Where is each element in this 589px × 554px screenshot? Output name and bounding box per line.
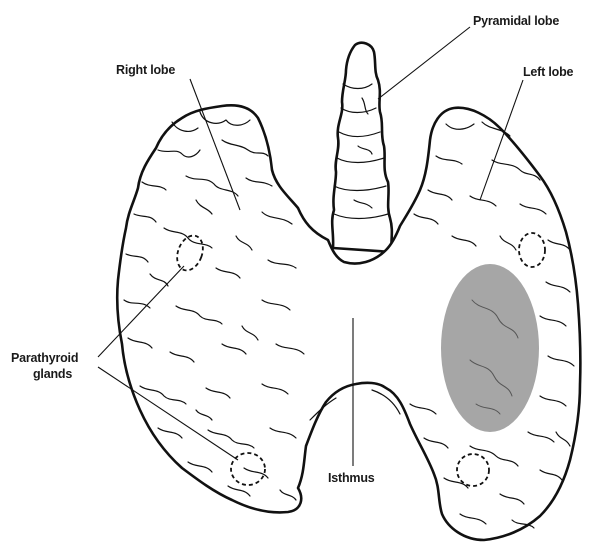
label-isthmus: Isthmus	[328, 471, 375, 485]
label-parathyroid-glands-line1: Parathyroid	[11, 351, 78, 365]
leader-pyramidal-lobe	[378, 27, 470, 99]
label-right-lobe: Right lobe	[116, 63, 175, 77]
pyramidal-lobe-shape	[332, 43, 392, 252]
label-parathyroid-glands-line2: glands	[33, 367, 72, 381]
label-pyramidal-lobe: Pyramidal lobe	[473, 14, 559, 28]
thyroid-nodule	[441, 264, 539, 432]
thyroid-gland	[117, 43, 580, 540]
label-left-lobe: Left lobe	[523, 65, 574, 79]
